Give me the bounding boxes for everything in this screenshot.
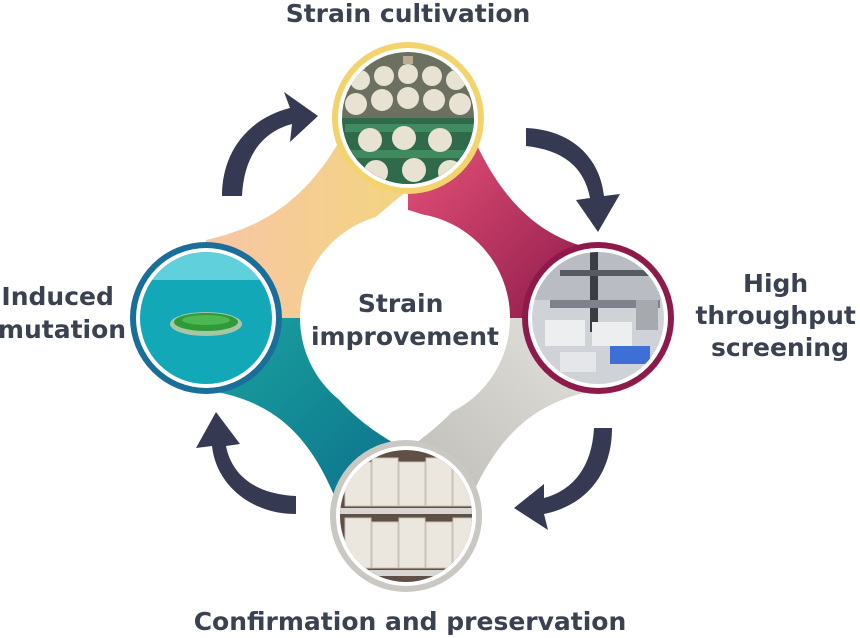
center-label-line-2: improvement	[311, 322, 499, 351]
label-strain-cultivation-line-1: Strain cultivation	[286, 0, 531, 28]
storage-shelves-photo	[340, 450, 472, 582]
label-induced-mutation: Induced mutation	[0, 282, 126, 344]
label-induced-mutation-line-2: mutation	[0, 315, 126, 344]
center-label: Strain improvement	[311, 289, 499, 351]
photo-node-confirmation-and-preservation	[330, 440, 482, 592]
arrow-icon-to-strain-cultivation	[222, 92, 318, 196]
label-induced-mutation-line-1: Induced	[1, 282, 113, 311]
label-strain-cultivation: Strain cultivation	[286, 0, 531, 28]
label-high-throughput-screening-line-2: throughput	[695, 301, 855, 330]
label-confirmation-and-preservation-line-1: Confirmation and preservation	[194, 607, 627, 636]
center-circle	[300, 213, 510, 423]
photo-node-high-throughput-screening	[522, 242, 674, 394]
center-label-line-1: Strain	[358, 289, 444, 318]
label-confirmation-and-preservation: Confirmation and preservation	[194, 607, 627, 636]
arrow-icon-to-induced-mutation	[196, 412, 296, 514]
photo-node-induced-mutation	[130, 242, 282, 394]
label-high-throughput-screening: High throughput screening	[695, 269, 860, 362]
label-high-throughput-screening-line-1: High	[743, 269, 808, 298]
arrow-icon-to-confirmation-and-preservation	[514, 428, 612, 530]
photo-node-strain-cultivation	[332, 42, 484, 194]
arrow-icon-to-high-throughput-screening	[526, 128, 620, 232]
automated-lab-robot-photo	[532, 252, 664, 384]
cycle-arrows	[196, 92, 620, 530]
petri-dish-photo	[140, 252, 272, 384]
label-high-throughput-screening-line-3: screening	[711, 333, 849, 362]
